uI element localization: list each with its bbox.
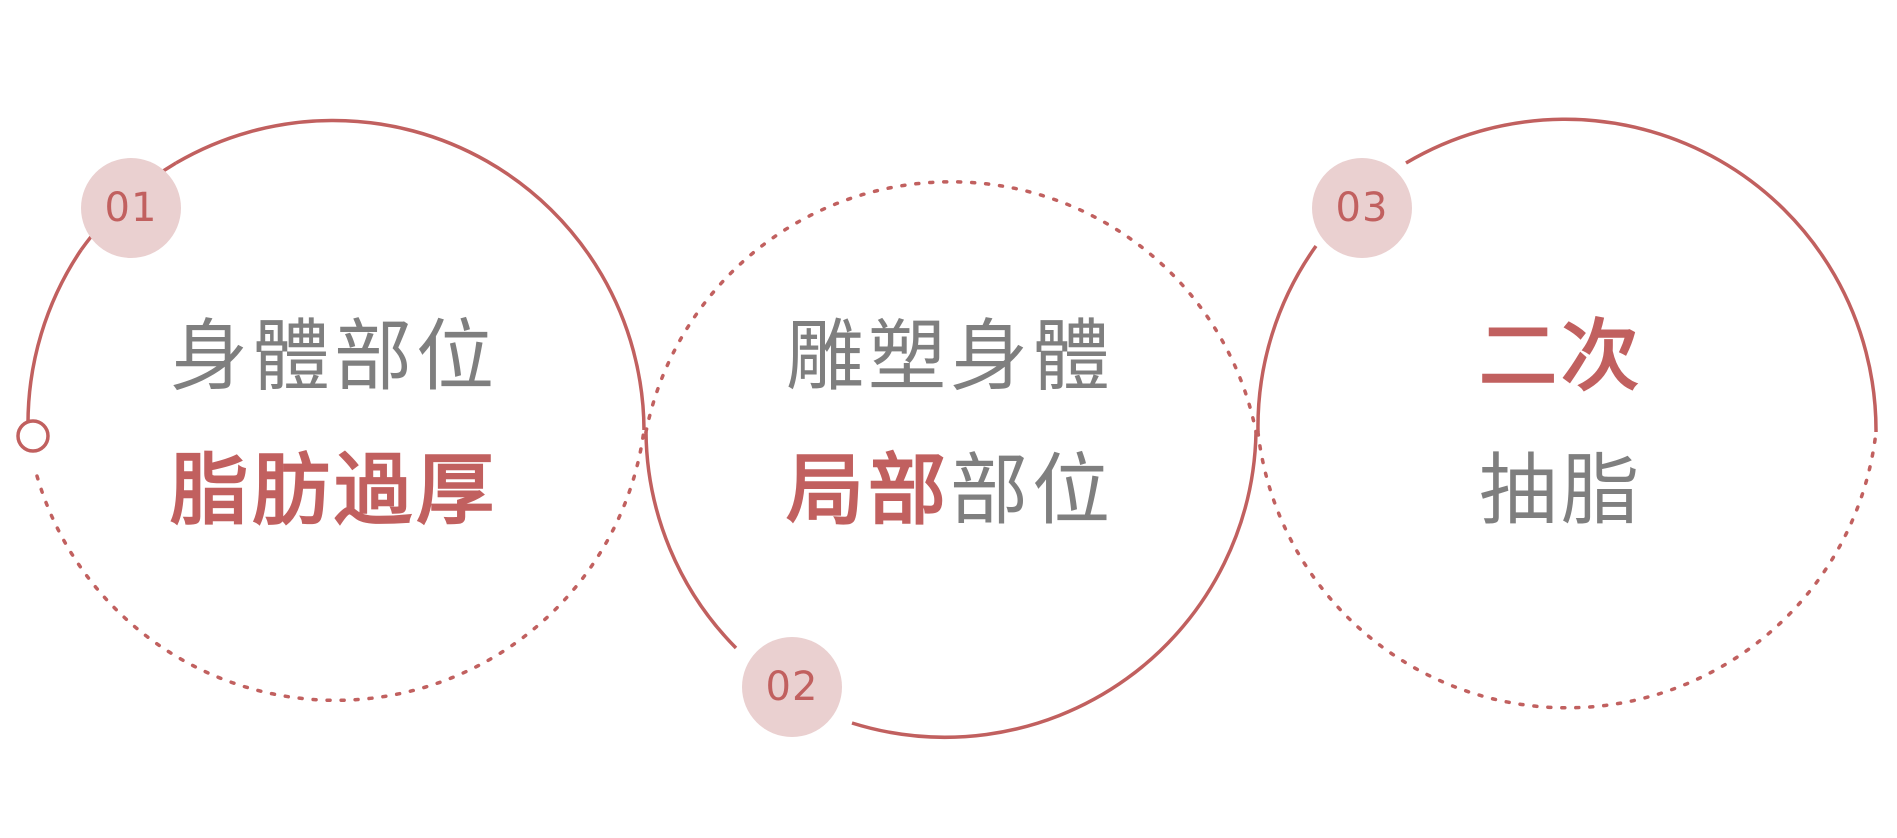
step-2-line-1: 雕塑身體 bbox=[785, 312, 1114, 402]
step-2-number-badge: 02 bbox=[742, 637, 842, 737]
ring-1-solid-arc-top bbox=[175, 118, 646, 431]
step-2-text: 雕塑身體 局部部位 bbox=[690, 318, 1210, 530]
step-1-number: 01 bbox=[104, 185, 158, 231]
ring-1-end-marker bbox=[16, 419, 50, 453]
step-2-line-2-rest: 部位 bbox=[950, 446, 1115, 536]
ring-2-solid-arc-left bbox=[644, 431, 738, 650]
ring-3-solid-arc-top bbox=[1405, 117, 1878, 433]
ring-3-solid-arc-left bbox=[1256, 244, 1318, 433]
ring-3-dotted-arc bbox=[1256, 430, 1878, 710]
step-3-line-1: 二次 bbox=[1478, 312, 1643, 402]
step-1-line-2-accent: 脂肪過厚 bbox=[169, 446, 498, 536]
step-3-number-badge: 03 bbox=[1312, 158, 1412, 258]
ring-1-dotted-arc bbox=[35, 428, 646, 703]
step-3-text: 二次 抽脂 bbox=[1301, 318, 1821, 530]
step-2-line-2: 局部部位 bbox=[690, 452, 1210, 530]
step-2-number: 02 bbox=[765, 664, 819, 710]
ring-1-left-arc bbox=[26, 249, 83, 427]
step-1-line-2: 脂肪過厚 bbox=[74, 452, 594, 530]
ring-2-solid-arc-bottom bbox=[851, 431, 1258, 739]
step-1-text: 身體部位 脂肪過厚 bbox=[74, 318, 594, 530]
step-1-number-badge: 01 bbox=[81, 158, 181, 258]
step-3-line-2: 抽脂 bbox=[1478, 446, 1643, 536]
step-2-line-2-accent: 局部 bbox=[785, 446, 950, 536]
step-3-number: 03 bbox=[1335, 185, 1389, 231]
step-1-line-1: 身體部位 bbox=[169, 312, 498, 402]
